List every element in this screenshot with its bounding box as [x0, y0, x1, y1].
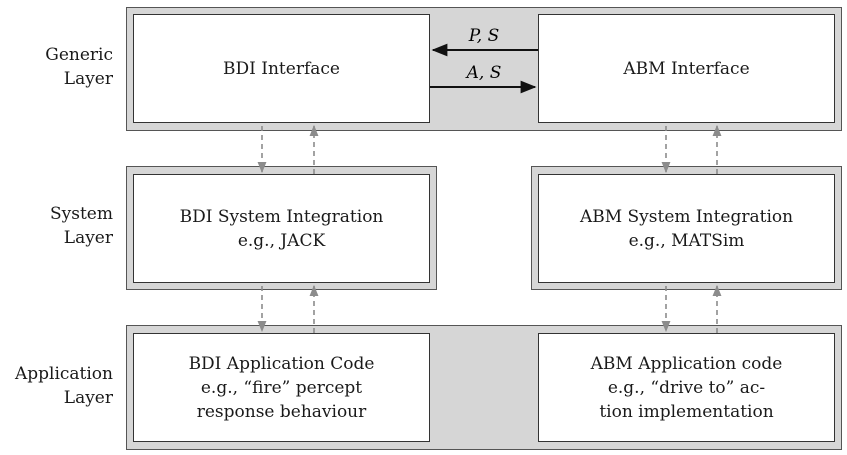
system-layer-label-line2: Layer: [63, 228, 113, 248]
generic-layer-label: Generic Layer: [10, 43, 113, 91]
label-abm-to-bdi: P, S: [468, 26, 499, 46]
application-layer-label-line2: Layer: [63, 388, 113, 408]
label-bdi-to-abm: A, S: [465, 63, 502, 83]
bdi-app-line3: response behaviour: [196, 401, 367, 422]
bdi-system-title: BDI System Integration: [179, 206, 384, 227]
abm-system-title: ABM System Integration: [579, 206, 794, 227]
bdi-application-code-box: BDI Application Code e.g., “fire” percep…: [133, 333, 430, 442]
abm-application-code-box: ABM Application code e.g., “drive to” ac…: [538, 333, 835, 442]
bdi-app-line2: e.g., “fire” percept: [200, 377, 363, 398]
bdi-interface-box: BDI Interface: [133, 14, 430, 123]
abm-system-integration-box: ABM System Integration e.g., MATSim: [538, 174, 835, 283]
abm-system-example: e.g., MATSim: [628, 230, 745, 251]
abm-app-line3: tion implementation: [599, 401, 774, 422]
system-layer-label: System Layer: [10, 202, 113, 250]
bdi-system-integration-box: BDI System Integration e.g., JACK: [133, 174, 430, 283]
abm-interface-box: ABM Interface: [538, 14, 835, 123]
generic-layer-label-line2: Layer: [63, 69, 113, 89]
bdi-interface-title: BDI Interface: [223, 58, 340, 79]
bdi-system-example: e.g., JACK: [237, 230, 326, 251]
generic-layer-label-line1: Generic: [45, 45, 113, 65]
abm-interface-title: ABM Interface: [623, 58, 750, 79]
abm-app-line2: e.g., “drive to” ac-: [607, 377, 766, 398]
abm-app-title: ABM Application code: [590, 353, 783, 374]
system-layer-label-line1: System: [50, 204, 113, 224]
application-layer-label: Application Layer: [0, 362, 113, 410]
bdi-app-title: BDI Application Code: [188, 353, 375, 374]
application-layer-label-line1: Application: [14, 364, 113, 384]
